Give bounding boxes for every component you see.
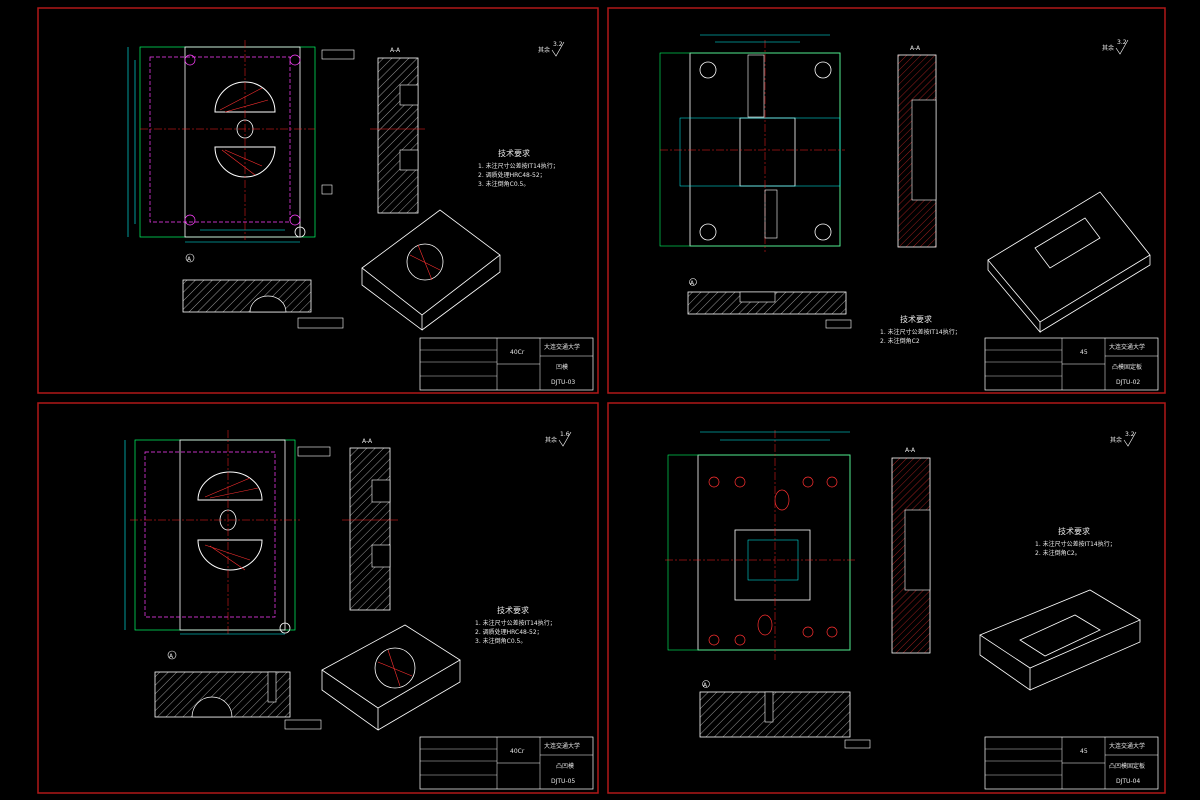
drawing-text: 2. 调质处理HRC48-52； xyxy=(475,628,543,636)
sheet-4-tech-requirements: 技术要求 1. 未注尺寸公差按IT14执行； 2. 未注倒角C2。 xyxy=(1035,526,1116,557)
drawing-text: 其余 xyxy=(538,46,550,54)
drawing-text: A-A xyxy=(910,45,921,52)
drawing-text: 3.2 xyxy=(553,41,563,48)
drawing-text: 3.2 xyxy=(1125,431,1135,438)
drawing-text: 大连交通大学 xyxy=(1109,742,1145,750)
drawing-text: 凸凹模固定板 xyxy=(1109,762,1145,770)
drawing-text: DJTU-04 xyxy=(1116,778,1140,785)
sheet-1-section-view: A-A xyxy=(370,47,425,214)
drawing-text: 2. 调质处理HRC48-52； xyxy=(478,171,546,179)
drawing-text: 40Cr xyxy=(510,349,525,356)
drawing-text: 45 xyxy=(1080,748,1088,755)
sheet-1-frame xyxy=(37,7,599,394)
sheet-3-plan-view xyxy=(124,430,331,636)
sheet-1-datum: A xyxy=(187,256,192,263)
sheet-1-section-label: A-A xyxy=(390,47,401,54)
drawing-text: 大连交通大学 xyxy=(1109,343,1145,351)
sheet-2-section-view: A-A xyxy=(897,45,937,248)
sheet-4-bottom-section: A xyxy=(699,680,871,749)
drawing-text: 3. 未注倒角C0.5。 xyxy=(478,180,529,188)
drawing-text: 1. 未注尺寸公差按IT14执行； xyxy=(880,328,961,336)
drawing-text: A xyxy=(169,653,174,660)
drawing-text: A-A xyxy=(362,438,373,445)
drawing-text: 凸凹模 xyxy=(556,762,574,770)
sheet-3-title-block: 40Cr 大连交通大学 凸凹模 DJTU-05 xyxy=(419,736,594,790)
drawing-text: 40Cr xyxy=(510,748,525,755)
sheet-2: A-A A 其余 3.2 技术要求 1. 未注尺寸公差按IT14执行； 2. 未… xyxy=(607,7,1166,394)
sheet-3-section-view: A-A xyxy=(342,438,398,611)
sheet-2-frame xyxy=(607,7,1166,394)
sheet-4-iso-view xyxy=(979,589,1141,691)
drawing-text: 3.2 xyxy=(1117,39,1127,46)
drawing-text: 大连交通大学 xyxy=(544,742,580,750)
sheet-4: A-A A 其余 3.2 技术要求 1. 未注尺寸公差按IT14执行； 2. 未… xyxy=(607,402,1166,794)
sheet-1-roughness: 其余 3.2 xyxy=(538,41,565,57)
sheet-1-plan-view xyxy=(127,40,355,243)
sheet-4-section-view: A-A xyxy=(891,447,931,654)
drawing-text: 技术要求 xyxy=(1058,526,1090,536)
drawing-text: 其余 xyxy=(1102,44,1114,52)
sheet-3-frame xyxy=(37,402,599,794)
drawing-text: 其余 xyxy=(545,436,557,444)
drawing-text: 3. 未注倒角C0.5。 xyxy=(475,637,526,645)
sheet-4-title-block: 45 大连交通大学 凸凹模固定板 DJTU-04 xyxy=(984,736,1159,790)
drawing-text: A-A xyxy=(905,447,916,454)
sheet-3-roughness: 其余 1.6 xyxy=(545,431,572,447)
sheet-3-bottom-section: A xyxy=(154,650,322,730)
drawing-text: 2. 未注倒角C2。 xyxy=(1035,549,1081,557)
sheet-1-title-block: 40Cr 大连交通大学 凹模 DJTU-03 xyxy=(419,337,594,391)
drawing-text: 技术要求 xyxy=(497,605,529,615)
sheet-1: A-A A 其余 3.2 技术要求 1. 未注尺寸公差按IT14执行； xyxy=(37,7,599,394)
sheet-1-tech-requirements: 技术要求 1. 未注尺寸公差按IT14执行； 2. 调质处理HRC48-52； … xyxy=(478,148,559,188)
drawing-text: 2. 未注倒角C2 xyxy=(880,337,920,345)
sheet-3-tech-requirements: 技术要求 1. 未注尺寸公差按IT14执行； 2. 调质处理HRC48-52； … xyxy=(475,605,556,645)
drawing-text: DJTU-05 xyxy=(551,778,575,785)
sheet-1-bottom-section: A xyxy=(182,253,344,329)
drawing-text: DJTU-02 xyxy=(1116,379,1140,386)
drawing-text: 45 xyxy=(1080,349,1088,356)
drawing-text: DJTU-03 xyxy=(551,379,575,386)
sheet-2-tech-requirements: 技术要求 1. 未注尺寸公差按IT14执行； 2. 未注倒角C2 xyxy=(880,314,961,345)
drawing-text: 大连交通大学 xyxy=(544,343,580,351)
drawing-text: 凹模 xyxy=(556,363,568,371)
drawing-text: 凸模固定板 xyxy=(1112,363,1142,371)
sheet-4-roughness: 其余 3.2 xyxy=(1110,431,1137,447)
sheet-1-iso-view xyxy=(361,209,501,331)
drawing-text: 1. 未注尺寸公差按IT14执行； xyxy=(478,162,559,170)
sheet-4-plan-view xyxy=(665,430,855,660)
drawing-text: 1.6 xyxy=(560,431,570,438)
sheet-2-iso-view xyxy=(987,191,1151,334)
drawing-text: 1. 未注尺寸公差按IT14执行； xyxy=(1035,540,1116,548)
drawing-text: 技术要求 xyxy=(900,314,932,324)
sheet-3: A-A A 其余 1.6 技术要求 1. 未注尺寸公差按IT14执行； 2. 调… xyxy=(37,402,599,794)
sheet-3-iso-view xyxy=(321,624,461,731)
drawing-text: 技术要求 xyxy=(498,148,530,158)
drawing-text: 其余 xyxy=(1110,436,1122,444)
sheet-2-title-block: 45 大连交通大学 凸模固定板 DJTU-02 xyxy=(984,337,1159,391)
sheet-2-roughness: 其余 3.2 xyxy=(1102,39,1129,55)
drawing-text: 1. 未注尺寸公差按IT14执行； xyxy=(475,619,556,627)
drawing-text: A xyxy=(703,682,708,689)
sheet-4-frame xyxy=(607,402,1166,794)
sheet-2-bottom-section: A xyxy=(687,278,852,329)
drawing-text: A xyxy=(690,280,695,287)
sheet-2-plan-view xyxy=(659,34,845,252)
